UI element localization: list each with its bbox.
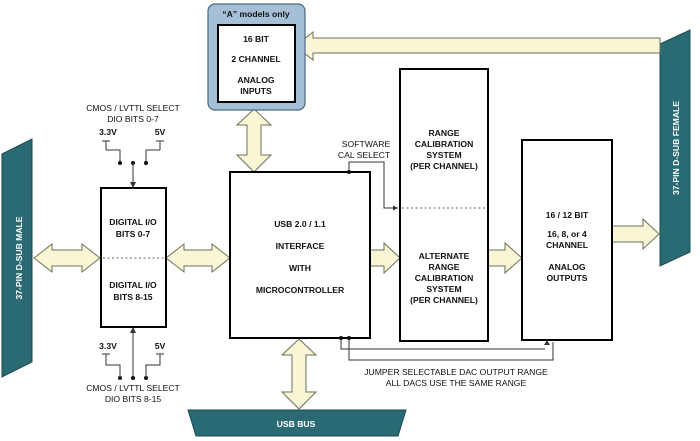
- cal-top-label-3: SYSTEM: [426, 150, 461, 160]
- dio-bottom-label-2: BITS 8-15: [113, 292, 152, 302]
- cal-top-label-2: CALIBRATION: [415, 139, 474, 149]
- usb-interface-block: USB 2.0 / 1.1 INTERFACE WITH MICROCONTRO…: [229, 171, 371, 339]
- right-connector: 37-PIN D-SUB FEMALE: [659, 29, 691, 267]
- models-badge: “A” models only: [222, 9, 290, 19]
- right-connector-label: 37-PIN D-SUB FEMALE: [671, 101, 681, 195]
- cal-bottom-label-5: (PER CHANNEL): [410, 295, 478, 305]
- software-cal-select: SOFTWARE CAL SELECT: [338, 139, 398, 211]
- cal-top-label-4: (PER CHANNEL): [410, 161, 478, 171]
- arrow-connector-to-inputs: [294, 30, 661, 62]
- cal-bottom-label-3: CALIBRATION: [415, 273, 474, 283]
- left-connector: 37-PIN D-SUB MALE: [1, 138, 33, 378]
- cal-bottom-label-2: RANGE: [428, 262, 459, 272]
- usb-bus-label: USB BUS: [277, 419, 316, 429]
- arrow-connector-dio: [33, 242, 101, 274]
- outputs-label-4: ANALOG: [548, 262, 586, 272]
- arrow-dio-usb: [165, 242, 231, 274]
- analog-outputs-block: 16 / 12 BIT 16, 8, or 4 CHANNEL ANALOG O…: [521, 139, 613, 341]
- outputs-label-2: 16, 8, or 4: [547, 229, 587, 239]
- analog-inputs-panel: “A” models only 16 BIT 2 CHANNEL ANALOG …: [207, 3, 306, 111]
- level-select-bottom-label-2: DIO BITS 8-15: [105, 394, 162, 404]
- jumper-note-2: ALL DACS USE THE SAME RANGE: [386, 378, 527, 388]
- software-cal-label-1: SOFTWARE: [342, 139, 391, 149]
- dac-range-jumper: JUMPER SELECTABLE DAC OUTPUT RANGE ALL D…: [339, 336, 554, 388]
- analog-inputs-box: [217, 24, 296, 103]
- analog-inputs-bits: 16 BIT: [243, 34, 270, 44]
- usb-label-2: INTERFACE: [276, 241, 325, 251]
- dio-top-label-1: DIGITAL I/O: [109, 217, 157, 227]
- calibration-block: RANGE CALIBRATION SYSTEM (PER CHANNEL) A…: [399, 68, 489, 342]
- arrow-usb-to-cal: [369, 241, 401, 275]
- level-select-top-label-1: CMOS / LVTTL SELECT: [86, 103, 180, 113]
- level-select-bottom-5v: 5V: [155, 341, 166, 351]
- arrow-inputs-usb: [235, 108, 273, 173]
- software-cal-label-2: CAL SELECT: [338, 150, 391, 160]
- usb-label-4: MICROCONTROLLER: [256, 285, 345, 295]
- level-select-top-label-2: DIO BITS 0-7: [107, 114, 159, 124]
- analog-inputs-channels: 2 CHANNEL: [231, 54, 280, 64]
- usb-bus-connector: USB BUS: [187, 409, 407, 437]
- outputs-label-5: OUTPUTS: [546, 273, 587, 283]
- cal-bottom-label-1: ALTERNATE: [419, 251, 470, 261]
- arrow-usb-bus: [280, 338, 318, 410]
- level-select-top-3v3: 3.3V: [99, 127, 117, 137]
- analog-inputs-title-1: ANALOG: [237, 75, 275, 85]
- cal-bottom-label-4: SYSTEM: [426, 284, 461, 294]
- level-select-top-5v: 5V: [155, 127, 166, 137]
- analog-inputs-title-2: INPUTS: [240, 86, 272, 96]
- arrow-cal-to-outputs: [487, 241, 523, 275]
- usb-label-1: USB 2.0 / 1.1: [274, 219, 326, 229]
- outputs-label-3: CHANNEL: [546, 240, 588, 250]
- level-select-bottom-3v3: 3.3V: [99, 341, 117, 351]
- arrow-outputs-to-connector: [611, 217, 660, 251]
- level-select-top: CMOS / LVTTL SELECT DIO BITS 0-7 3.3V 5V: [86, 103, 181, 188]
- dio-top-label-2: BITS 0-7: [116, 229, 151, 239]
- outputs-label-1: 16 / 12 BIT: [546, 210, 589, 220]
- level-select-bottom: 3.3V 5V CMOS / LVTTL SELECT DIO BITS 8-1…: [86, 327, 181, 404]
- usb-label-3: WITH: [289, 263, 311, 273]
- jumper-note-1: JUMPER SELECTABLE DAC OUTPUT RANGE: [364, 367, 548, 377]
- cal-top-label-1: RANGE: [428, 128, 459, 138]
- level-select-bottom-label-1: CMOS / LVTTL SELECT: [86, 383, 180, 393]
- digital-io-block: DIGITAL I/O BITS 0-7 DIGITAL I/O BITS 8-…: [100, 187, 167, 328]
- left-connector-label: 37-PIN D-SUB MALE: [14, 216, 24, 299]
- dio-bottom-label-1: DIGITAL I/O: [109, 280, 157, 290]
